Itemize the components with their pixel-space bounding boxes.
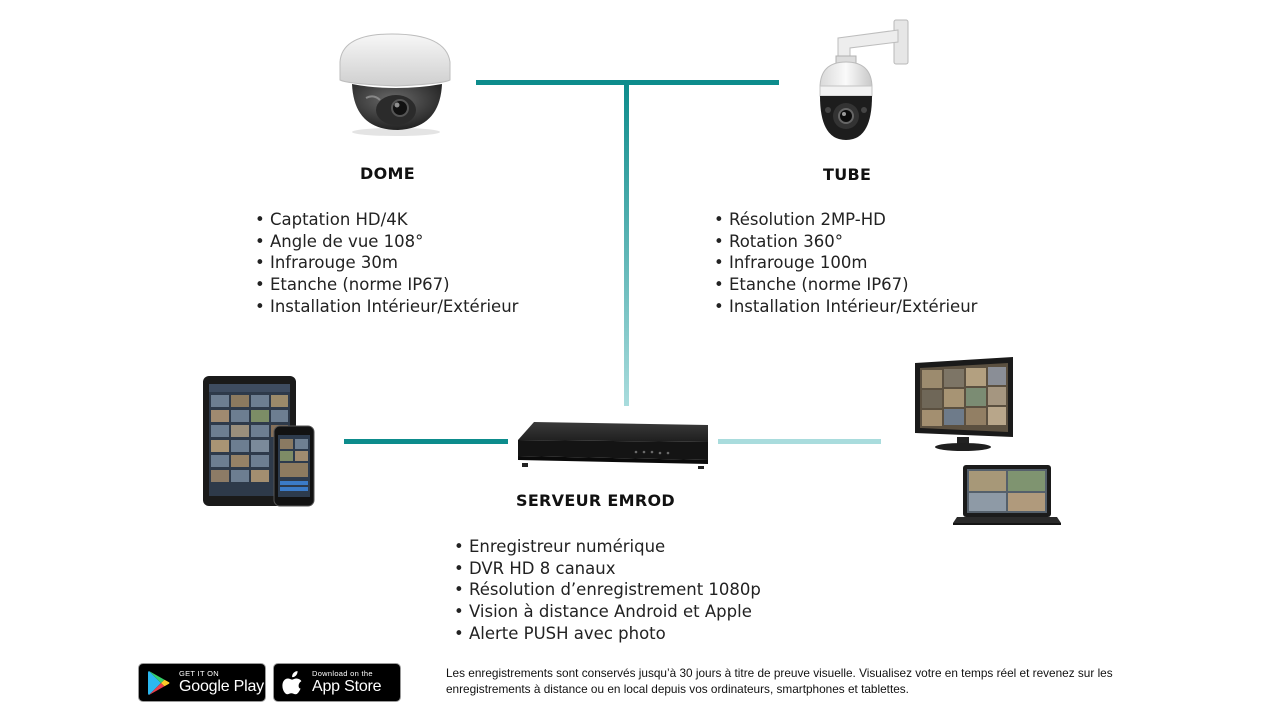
google-play-icon [148, 670, 170, 695]
app-store-small-text: Download on the [312, 668, 373, 678]
tube-title: TUBE [823, 165, 872, 184]
google-play-small-text: GET IT ON [179, 668, 219, 678]
serveur-features: Enregistreur numérique DVR HD 8 canaux R… [454, 536, 761, 645]
feature-item: Enregistreur numérique [454, 536, 761, 558]
dome-features: Captation HD/4K Angle de vue 108° Infrar… [255, 209, 518, 318]
app-store-label: App Store [312, 678, 382, 696]
app-store-button[interactable]: Download on the App Store [273, 663, 401, 702]
feature-item: Infrarouge 100m [714, 252, 977, 274]
serveur-title: SERVEUR EMROD [516, 491, 675, 510]
connector-line-vertical [624, 84, 629, 406]
feature-item: Etanche (norme IP67) [255, 274, 518, 296]
connector-line-top [476, 80, 779, 85]
feature-item: Infrarouge 30m [255, 252, 518, 274]
tube-features: Résolution 2MP-HD Rotation 360° Infrarou… [714, 209, 977, 318]
feature-item: Résolution 2MP-HD [714, 209, 977, 231]
dome-title: DOME [360, 164, 415, 183]
feature-item: Résolution d’enregistrement 1080p [454, 579, 761, 601]
feature-item: Vision à distance Android et Apple [454, 601, 761, 623]
dvr-recorder-icon [518, 422, 708, 469]
feature-item: Alerte PUSH avec photo [454, 623, 761, 645]
apple-icon [282, 670, 302, 694]
footer-description: Les enregistrements sont conservés jusqu… [446, 666, 1113, 696]
feature-item: Etanche (norme IP67) [714, 274, 977, 296]
feature-item: Rotation 360° [714, 231, 977, 253]
connector-line-left [344, 439, 508, 444]
monitor-laptop-icon [915, 357, 1061, 525]
dome-camera-icon [339, 33, 451, 136]
feature-item: Angle de vue 108° [255, 231, 518, 253]
ptz-camera-icon [819, 19, 909, 140]
feature-item: Installation Intérieur/Extérieur [255, 296, 518, 318]
feature-item: Captation HD/4K [255, 209, 518, 231]
tablet-phone-icon [203, 376, 315, 507]
google-play-label: Google Play [179, 678, 264, 696]
feature-item: DVR HD 8 canaux [454, 558, 761, 580]
connector-line-right [718, 439, 881, 444]
google-play-button[interactable]: GET IT ON Google Play [138, 663, 266, 702]
feature-item: Installation Intérieur/Extérieur [714, 296, 977, 318]
